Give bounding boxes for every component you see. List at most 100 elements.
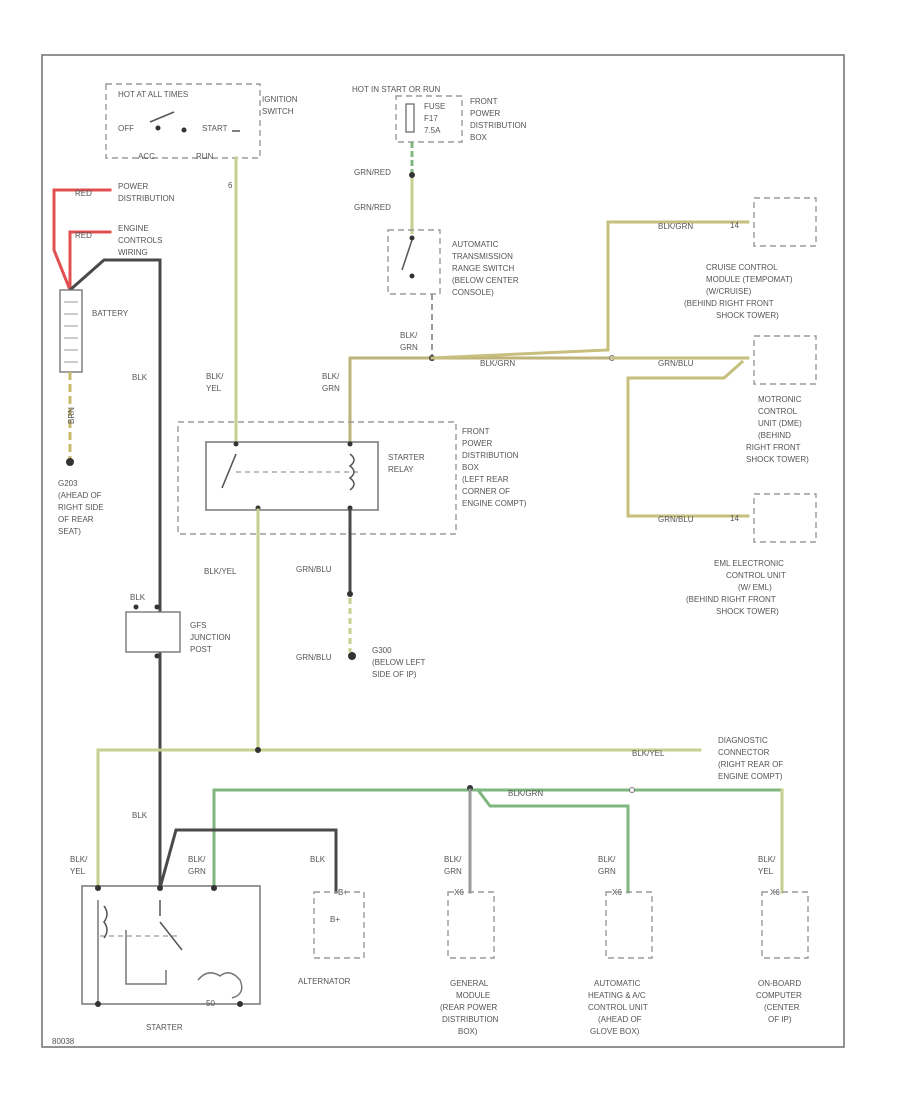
- battery-red-wire-2: [68, 230, 112, 292]
- relay-name-line-1: STARTER: [388, 453, 425, 462]
- cruise-module-box: [753, 197, 817, 247]
- alternator-pin: B+: [338, 888, 348, 897]
- g203-line-2: (AHEAD OF: [58, 491, 102, 500]
- relay-pin-30: [233, 441, 239, 447]
- motronic-label: MOTRONIC CONTROL UNIT (DME) (BEHIND RIGH…: [746, 395, 809, 464]
- fuse-connector: [409, 172, 415, 178]
- range-switch-box: [387, 229, 441, 295]
- fuse-box: [395, 95, 463, 143]
- motronic-line-1: MOTRONIC: [758, 395, 802, 404]
- range-wire-top-label: GRN/RED: [354, 168, 391, 177]
- range-switch-line-1: AUTOMATIC: [452, 240, 499, 249]
- junction-line-2: JUNCTION: [190, 633, 231, 642]
- junction-line-1: GFS: [190, 621, 206, 630]
- junction-wire-label: BLK: [130, 593, 146, 602]
- starter-motor: [197, 972, 243, 999]
- relay-name-line-2: RELAY: [388, 465, 414, 474]
- relay-ground-connector: [347, 591, 353, 597]
- ignition-hot-label: HOT AT ALL TIMES: [118, 90, 188, 99]
- starter-relay: STARTER RELAY FRONT POWER DISTRIBUTION B…: [177, 421, 527, 535]
- relay-box-line-1: FRONT: [462, 427, 490, 436]
- splice-wire-line-2: GRN: [400, 343, 418, 352]
- starter: BLK/ YEL BLK/ GRN 50 STARTER: [70, 855, 261, 1032]
- ignition-contact-1: [155, 125, 161, 131]
- g300-line-3: SIDE OF IP): [372, 670, 417, 679]
- ignition-switch-box: [105, 83, 261, 159]
- battery-power-line-1: POWER: [118, 182, 148, 191]
- relay-box-line-7: ENGINE COMPT): [462, 499, 527, 508]
- fuse-box-line-1: FRONT: [470, 97, 498, 106]
- g203-line-1: G203: [58, 479, 78, 488]
- diagnostic-line-1: DIAGNOSTIC: [718, 736, 768, 745]
- junction-post: BLK GFS JUNCTION POST: [125, 593, 231, 659]
- starter-pull-coil: [103, 905, 108, 939]
- obc-line-2: COMPUTER: [756, 991, 802, 1000]
- egs-wire: [626, 359, 750, 518]
- motronic-line-6: SHOCK TOWER): [746, 455, 809, 464]
- fuse-label-2: F17: [424, 114, 438, 123]
- battery-name: BATTERY: [92, 309, 129, 318]
- battery-red-wire-bottom-label: RED: [75, 231, 92, 240]
- cruise-pin: 14: [730, 221, 739, 230]
- hvac-wire-line-1: BLK/: [598, 855, 616, 864]
- junction-line-3: POST: [190, 645, 212, 654]
- cruise-wire-label: BLK/GRN: [658, 222, 693, 231]
- g203-ground-point: [66, 458, 74, 466]
- diagram-frame: [41, 54, 845, 1048]
- relay-contact-arm: [221, 453, 237, 489]
- battery-engine-line-1: ENGINE: [118, 224, 149, 233]
- ignition-name-line-1: IGNITION: [262, 95, 298, 104]
- relay-distribution-box: [177, 421, 457, 535]
- cruise-line-5: SHOCK TOWER): [716, 311, 779, 320]
- egs-wire-label: GRN/BLU: [658, 515, 694, 524]
- general-module-box: [447, 891, 495, 959]
- motronic-line-5: RIGHT FRONT: [746, 443, 801, 452]
- egs-unit-box: [753, 493, 817, 543]
- hvac-line-5: GLOVE BOX): [590, 1027, 640, 1036]
- diagnostic-line-4: ENGINE COMPT): [718, 772, 783, 781]
- g203-line-3: RIGHT SIDE: [58, 503, 104, 512]
- relay-box-line-2: POWER: [462, 439, 492, 448]
- range-switch-arm: [401, 239, 413, 271]
- junction-top-left-pin: [133, 604, 139, 610]
- ignition-start-label: START: [202, 124, 228, 133]
- motronic-unit-box: [753, 335, 817, 385]
- general-module-line-3: (REAR POWER: [440, 1003, 498, 1012]
- g203-line-5: SEAT): [58, 527, 81, 536]
- hvac-line-2: HEATING & A/C: [588, 991, 646, 1000]
- relay-output-label: BLK/YEL: [204, 567, 237, 576]
- alternator-box: [313, 891, 365, 959]
- starter-main-wire-label: BLK: [132, 811, 148, 820]
- g203-line-4: OF REAR: [58, 515, 94, 524]
- obc-line-4: OF IP): [768, 1015, 792, 1024]
- module-bus-label: BLK/GRN: [508, 789, 543, 798]
- battery-power-line-2: DISTRIBUTION: [118, 194, 175, 203]
- bus-label: BLK/GRN: [480, 359, 515, 368]
- module-bus-connector: [629, 787, 635, 793]
- starter-ground-left: [95, 1001, 101, 1007]
- starter-terminal-50: 50: [206, 999, 215, 1008]
- relay-in-wire-line-1: BLK/: [206, 372, 224, 381]
- general-module-line-4: DISTRIBUTION: [442, 1015, 499, 1024]
- relay-ground-bottom-label: GRN/BLU: [296, 653, 332, 662]
- egs-line-1: EML ELECTRONIC: [714, 559, 784, 568]
- hvac-line-1: AUTOMATIC: [594, 979, 641, 988]
- starter-right-wire-line-2: GRN: [188, 867, 206, 876]
- relay-box-line-4: BOX: [462, 463, 480, 472]
- battery-engine-line-3: WIRING: [118, 248, 148, 257]
- egs-line-3: (W/ EML): [738, 583, 772, 592]
- motronic-line-4: (BEHIND: [758, 431, 791, 440]
- hvac-wire-line-2: GRN: [598, 867, 616, 876]
- splice-wire-line-1: BLK/: [400, 331, 418, 340]
- alternator-wire: [158, 828, 338, 894]
- egs-label: EML ELECTRONIC CONTROL UNIT (W/ EML) (BE…: [686, 559, 786, 616]
- hvac-box: [605, 891, 653, 959]
- range-wire-bottom-label: GRN/RED: [354, 203, 391, 212]
- fuse-box-line-4: BOX: [470, 133, 488, 142]
- coil-wire-line-1: BLK/: [322, 372, 340, 381]
- g300-line-1: G300: [372, 646, 392, 655]
- diagnostic-line-2: CONNECTOR: [718, 748, 770, 757]
- general-module-line-2: MODULE: [456, 991, 490, 1000]
- ignition-switch-arm: [149, 111, 175, 123]
